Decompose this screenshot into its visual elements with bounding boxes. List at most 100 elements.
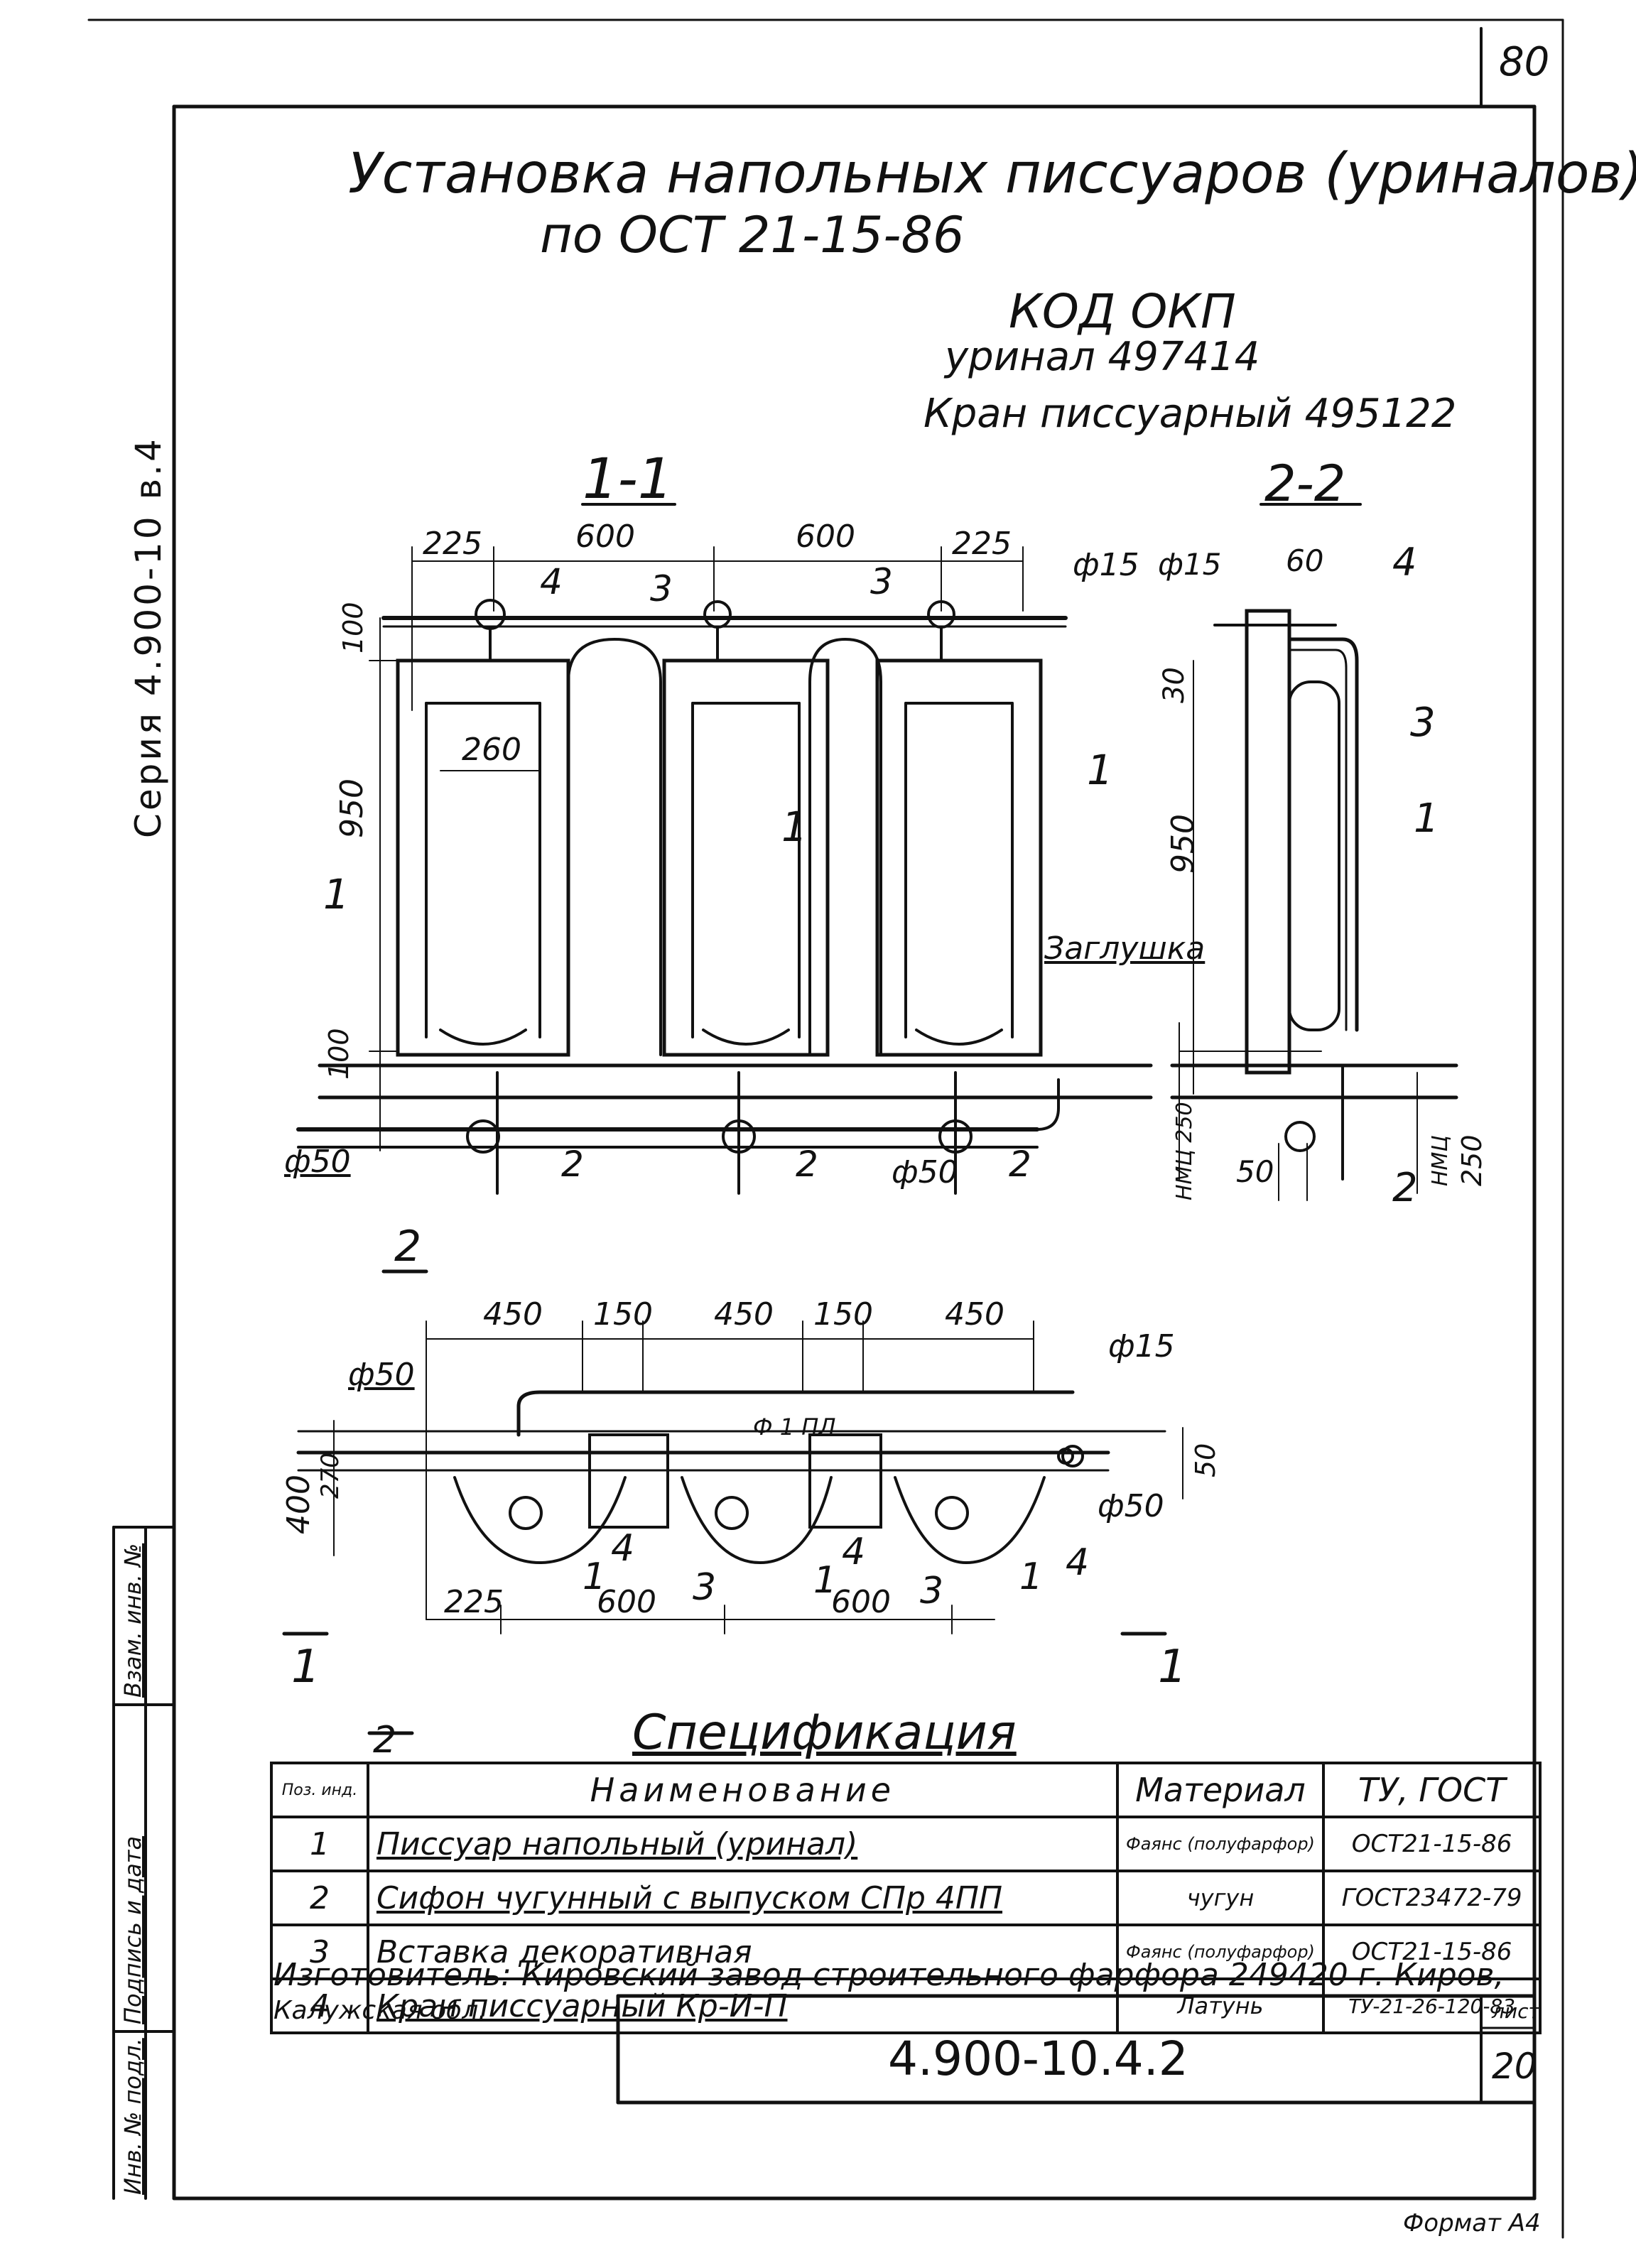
- callout-2-b: 2: [796, 1144, 818, 1185]
- spec-row-name: Кран писсуарный Кр-И-П: [366, 1977, 1119, 2034]
- callout-1-a: 1: [323, 870, 350, 918]
- format-label: Формат А4: [1403, 2209, 1541, 2237]
- dim-dia-50-left: ф50: [284, 1144, 351, 1180]
- dim-dia-50-mid: ф50: [892, 1154, 958, 1190]
- cut-mark-2-bottom: 2: [373, 1719, 397, 1762]
- callout-4-a: 4: [540, 561, 563, 602]
- spec-header-material: Материал: [1115, 1762, 1326, 1818]
- callout-1-b: 1: [781, 803, 808, 851]
- callout-2-c: 2: [1009, 1144, 1031, 1185]
- spec-row: 2 Сифон чугунный с выпуском СПр 4ПП чугу…: [270, 1870, 1542, 1926]
- sec2-floor-mark: НМЦ: [1428, 1135, 1453, 1186]
- page-number: 80: [1499, 39, 1550, 85]
- spec-row: 4 Кран писсуарный Кр-И-П Латунь ТУ-21-26…: [270, 1977, 1542, 2034]
- plan-callout-4-b: 4: [842, 1531, 866, 1573]
- cut-mark-2-top: 2: [394, 1222, 422, 1271]
- sec2-950: 950: [1165, 814, 1201, 874]
- spec-row-standard: ГОСТ23472-79: [1322, 1870, 1542, 1926]
- plan-callout-4-c: 4: [1066, 1541, 1090, 1584]
- spec-row-material: чугун: [1115, 1870, 1326, 1926]
- plan-dim-270: 270: [316, 1453, 345, 1499]
- spec-row-standard: ТУ-21-26-120-83: [1322, 1977, 1542, 2034]
- stamp-signature-date: Подпись и дата: [119, 1835, 146, 2024]
- spec-row-material: Латунь: [1115, 1977, 1326, 2034]
- spec-row-pos: 2: [270, 1870, 369, 1926]
- doc-code: 4.900-10.4.2: [888, 2031, 1188, 2086]
- callout-2-a: 2: [561, 1144, 584, 1185]
- sec2-callout-1: 1: [1414, 796, 1439, 842]
- sec2-callout-3: 3: [1410, 700, 1436, 746]
- spec-row-material: Фаянс (полуфарфор): [1115, 1816, 1326, 1872]
- plan-dim-600-bottom-b: 600: [831, 1584, 891, 1620]
- spec-title: Спецификация: [632, 1705, 1017, 1761]
- plan-callout-4-a: 4: [611, 1527, 635, 1570]
- dim-100-bottom: 100: [323, 1028, 354, 1080]
- plan-dim-450-a: 450: [483, 1296, 543, 1333]
- plan-callout-3-a: 3: [693, 1566, 717, 1609]
- spec-header-row: Поз. инд. Наименование Материал ТУ, ГОСТ: [270, 1762, 1542, 1818]
- plug-label: Заглушка: [1044, 930, 1206, 967]
- plan-dim-450-b: 450: [714, 1296, 774, 1333]
- sec2-callout-4: 4: [1392, 540, 1417, 585]
- sec2-dia-15: ф15: [1158, 547, 1222, 582]
- sec2-30: 30: [1158, 667, 1191, 703]
- spec-row-standard: ОСТ21-15-86: [1322, 1924, 1542, 1980]
- spec-row: 3 Вставка декоративная Фаянс (полуфарфор…: [270, 1924, 1542, 1980]
- manufacturer-line-1: Изготовитель: Кировский завод строительн…: [273, 1957, 1505, 1993]
- plan-dim-400: 400: [281, 1475, 317, 1534]
- plan-callout-3-b: 3: [920, 1570, 944, 1612]
- sec2-250: 250: [1456, 1134, 1488, 1186]
- sheet-label: лист: [1492, 2000, 1540, 2023]
- cut-mark-1-right: 1: [1158, 1641, 1187, 1693]
- spec-row: 1 Писсуар напольный (уринал) Фаянс (полу…: [270, 1816, 1542, 1872]
- title-line-2: по ОСТ 21-15-86: [540, 206, 965, 264]
- cut-mark-1-left: 1: [291, 1641, 320, 1693]
- dim-600-left: 600: [575, 519, 635, 555]
- plan-dim-150-a: 150: [593, 1296, 653, 1333]
- spec-row-name: Сифон чугунный с выпуском СПр 4ПП: [366, 1870, 1119, 1926]
- spec-row-name: Вставка декоративная: [366, 1924, 1119, 1980]
- okp-line-2: Кран писсуарный 495122: [923, 391, 1457, 437]
- plan-dia-50-right: ф50: [1098, 1488, 1164, 1524]
- spec-header-standard: ТУ, ГОСТ: [1322, 1762, 1542, 1818]
- dim-950: 950: [334, 778, 370, 838]
- sec2-60: 60: [1286, 543, 1324, 578]
- dim-260: 260: [462, 732, 521, 768]
- dim-600-right: 600: [796, 519, 855, 555]
- plan-dim-225-bottom: 225: [444, 1584, 504, 1620]
- okp-header: КОД ОКП: [1009, 284, 1236, 339]
- sec2-callout-2: 2: [1392, 1165, 1418, 1211]
- title-line-1: Установка напольных писсуаров (уриналов): [348, 142, 1636, 206]
- plan-callout-1-c: 1: [1019, 1556, 1044, 1598]
- sheet-number: 20: [1492, 2046, 1537, 2087]
- okp-line-1: уринал 497414: [945, 334, 1260, 380]
- dim-225-left: 225: [423, 526, 482, 562]
- callout-3-a: 3: [650, 568, 673, 609]
- plan-callout-1-a: 1: [583, 1556, 607, 1598]
- sec2-50: 50: [1236, 1154, 1274, 1189]
- plan-dim-450-c: 450: [945, 1296, 1004, 1333]
- spec-row-name: Писсуар напольный (уринал): [366, 1816, 1119, 1872]
- spec-header-pos: Поз. инд.: [270, 1762, 369, 1818]
- plan-callout-1-b: 1: [813, 1559, 838, 1602]
- spec-row-pos: 1: [270, 1816, 369, 1872]
- floor-mark-1-1: НМЦ 250: [1172, 1102, 1197, 1200]
- plan-dim-600-bottom-a: 600: [597, 1584, 656, 1620]
- section-2-2-label: 2-2: [1264, 455, 1346, 513]
- side-series-label: Серия 4.900-10 в.4: [128, 436, 169, 838]
- stamp-replace-inv: Взам. инв. №: [119, 1543, 146, 1698]
- callout-3-b: 3: [870, 561, 893, 602]
- plan-center-label: Ф 1 ПЛ: [753, 1414, 836, 1440]
- spec-row-material: Фаянс (полуфарфор): [1115, 1924, 1326, 1980]
- stamp-inv-orig: Инв. № подл.: [119, 2038, 146, 2195]
- spec-row-pos: 4: [270, 1977, 369, 2034]
- spec-row-standard: ОСТ21-15-86: [1322, 1816, 1542, 1872]
- plan-dim-50-right: 50: [1190, 1443, 1221, 1477]
- spec-row-pos: 3: [270, 1924, 369, 1980]
- plan-dia-50-left: ф50: [348, 1357, 415, 1393]
- dim-225-right: 225: [952, 526, 1012, 562]
- manufacturer-line-2: Калужская обл.: [273, 1996, 487, 2025]
- plan-dia-15: ф15: [1108, 1328, 1175, 1364]
- spec-header-name: Наименование: [366, 1762, 1119, 1818]
